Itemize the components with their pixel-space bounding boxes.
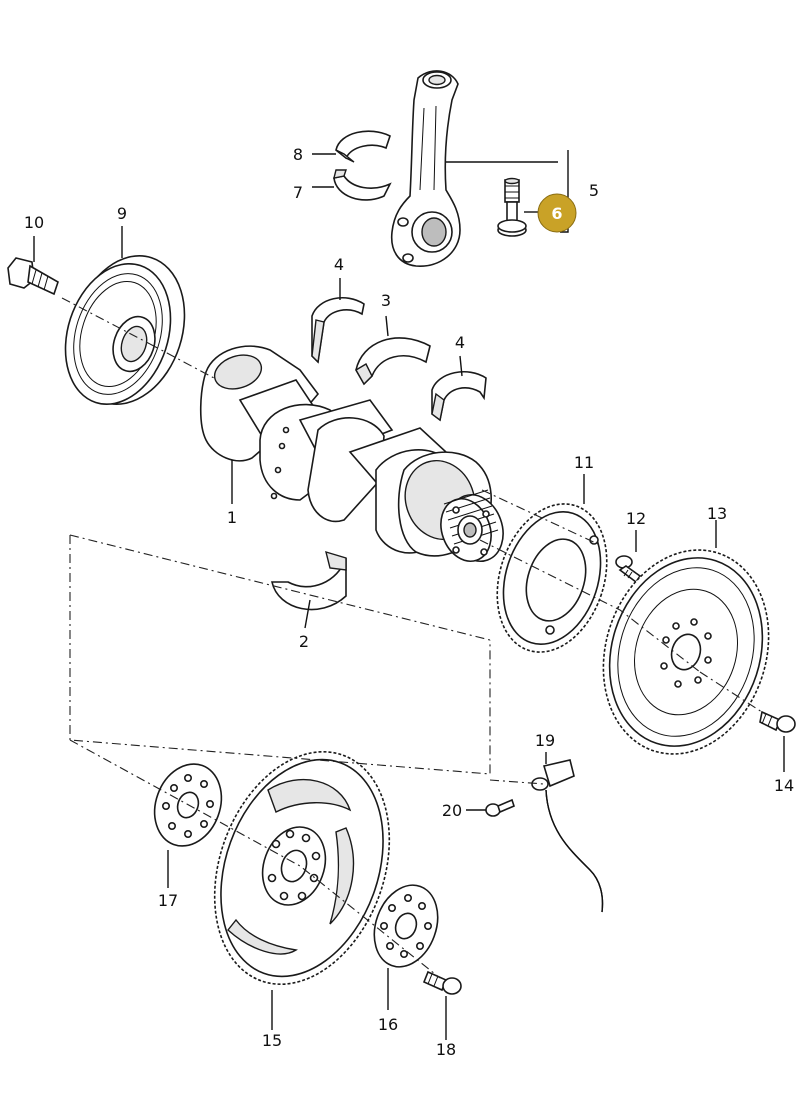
- thrust-bearing-shell-left: [311, 296, 365, 364]
- callout-10[interactable]: 10: [24, 213, 44, 232]
- crankshaft-pulley: [64, 255, 186, 405]
- speed-sensor: [531, 759, 604, 913]
- connecting-rod: [390, 70, 461, 267]
- spacer-washer-right: [373, 884, 439, 968]
- crankshaft: [199, 345, 504, 562]
- callout-9[interactable]: 9: [117, 204, 127, 223]
- drive-plate-bolt: [422, 970, 462, 995]
- dual-mass-flywheel: [602, 549, 770, 755]
- callout-2[interactable]: 2: [299, 632, 309, 651]
- connecting-rod-bolt: [497, 177, 527, 237]
- callout-11[interactable]: 11: [574, 453, 594, 472]
- rod-bearing-shell-upper: [335, 130, 391, 163]
- callout-1[interactable]: 1: [227, 508, 237, 527]
- callout-4-left[interactable]: 4: [334, 255, 344, 274]
- callout-16[interactable]: 16: [378, 1015, 398, 1034]
- callout-17[interactable]: 17: [158, 891, 178, 910]
- callout-20[interactable]: 20: [442, 801, 462, 820]
- flywheel-bolt: [759, 710, 796, 733]
- callout-3[interactable]: 3: [381, 291, 391, 310]
- callout-4-right[interactable]: 4: [455, 333, 465, 352]
- callout-7[interactable]: 7: [293, 183, 303, 202]
- center-lines: [61, 297, 766, 979]
- main-bearing-shell-upper: [355, 337, 431, 386]
- callout-14[interactable]: 14: [774, 776, 794, 795]
- callout-15[interactable]: 15: [262, 1031, 282, 1050]
- callout-6[interactable]: 6: [551, 204, 562, 223]
- sensor-ring-gear: [496, 503, 608, 653]
- rod-bearing-shell-lower: [333, 169, 392, 201]
- sensor-screw: [485, 798, 515, 817]
- leader-lines: [33, 150, 785, 1040]
- thrust-bearing-shell-right: [431, 370, 487, 422]
- highlight-marker-part-6[interactable]: [537, 193, 577, 233]
- callout-12[interactable]: 12: [626, 509, 646, 528]
- ring-screw: [615, 555, 642, 584]
- callout-8[interactable]: 8: [293, 145, 303, 164]
- callout-18[interactable]: 18: [436, 1040, 456, 1059]
- callout-labels: 1 2 3 4 4 5 6 7 8 9 10 11 12 13 14 15 16…: [24, 145, 794, 1059]
- callout-5[interactable]: 5: [589, 181, 599, 200]
- drive-plate: [213, 751, 391, 985]
- pulley-bolt: [7, 257, 59, 296]
- callout-19[interactable]: 19: [535, 731, 555, 750]
- main-bearing-shell-lower: [271, 550, 347, 611]
- callout-13[interactable]: 13: [707, 504, 727, 523]
